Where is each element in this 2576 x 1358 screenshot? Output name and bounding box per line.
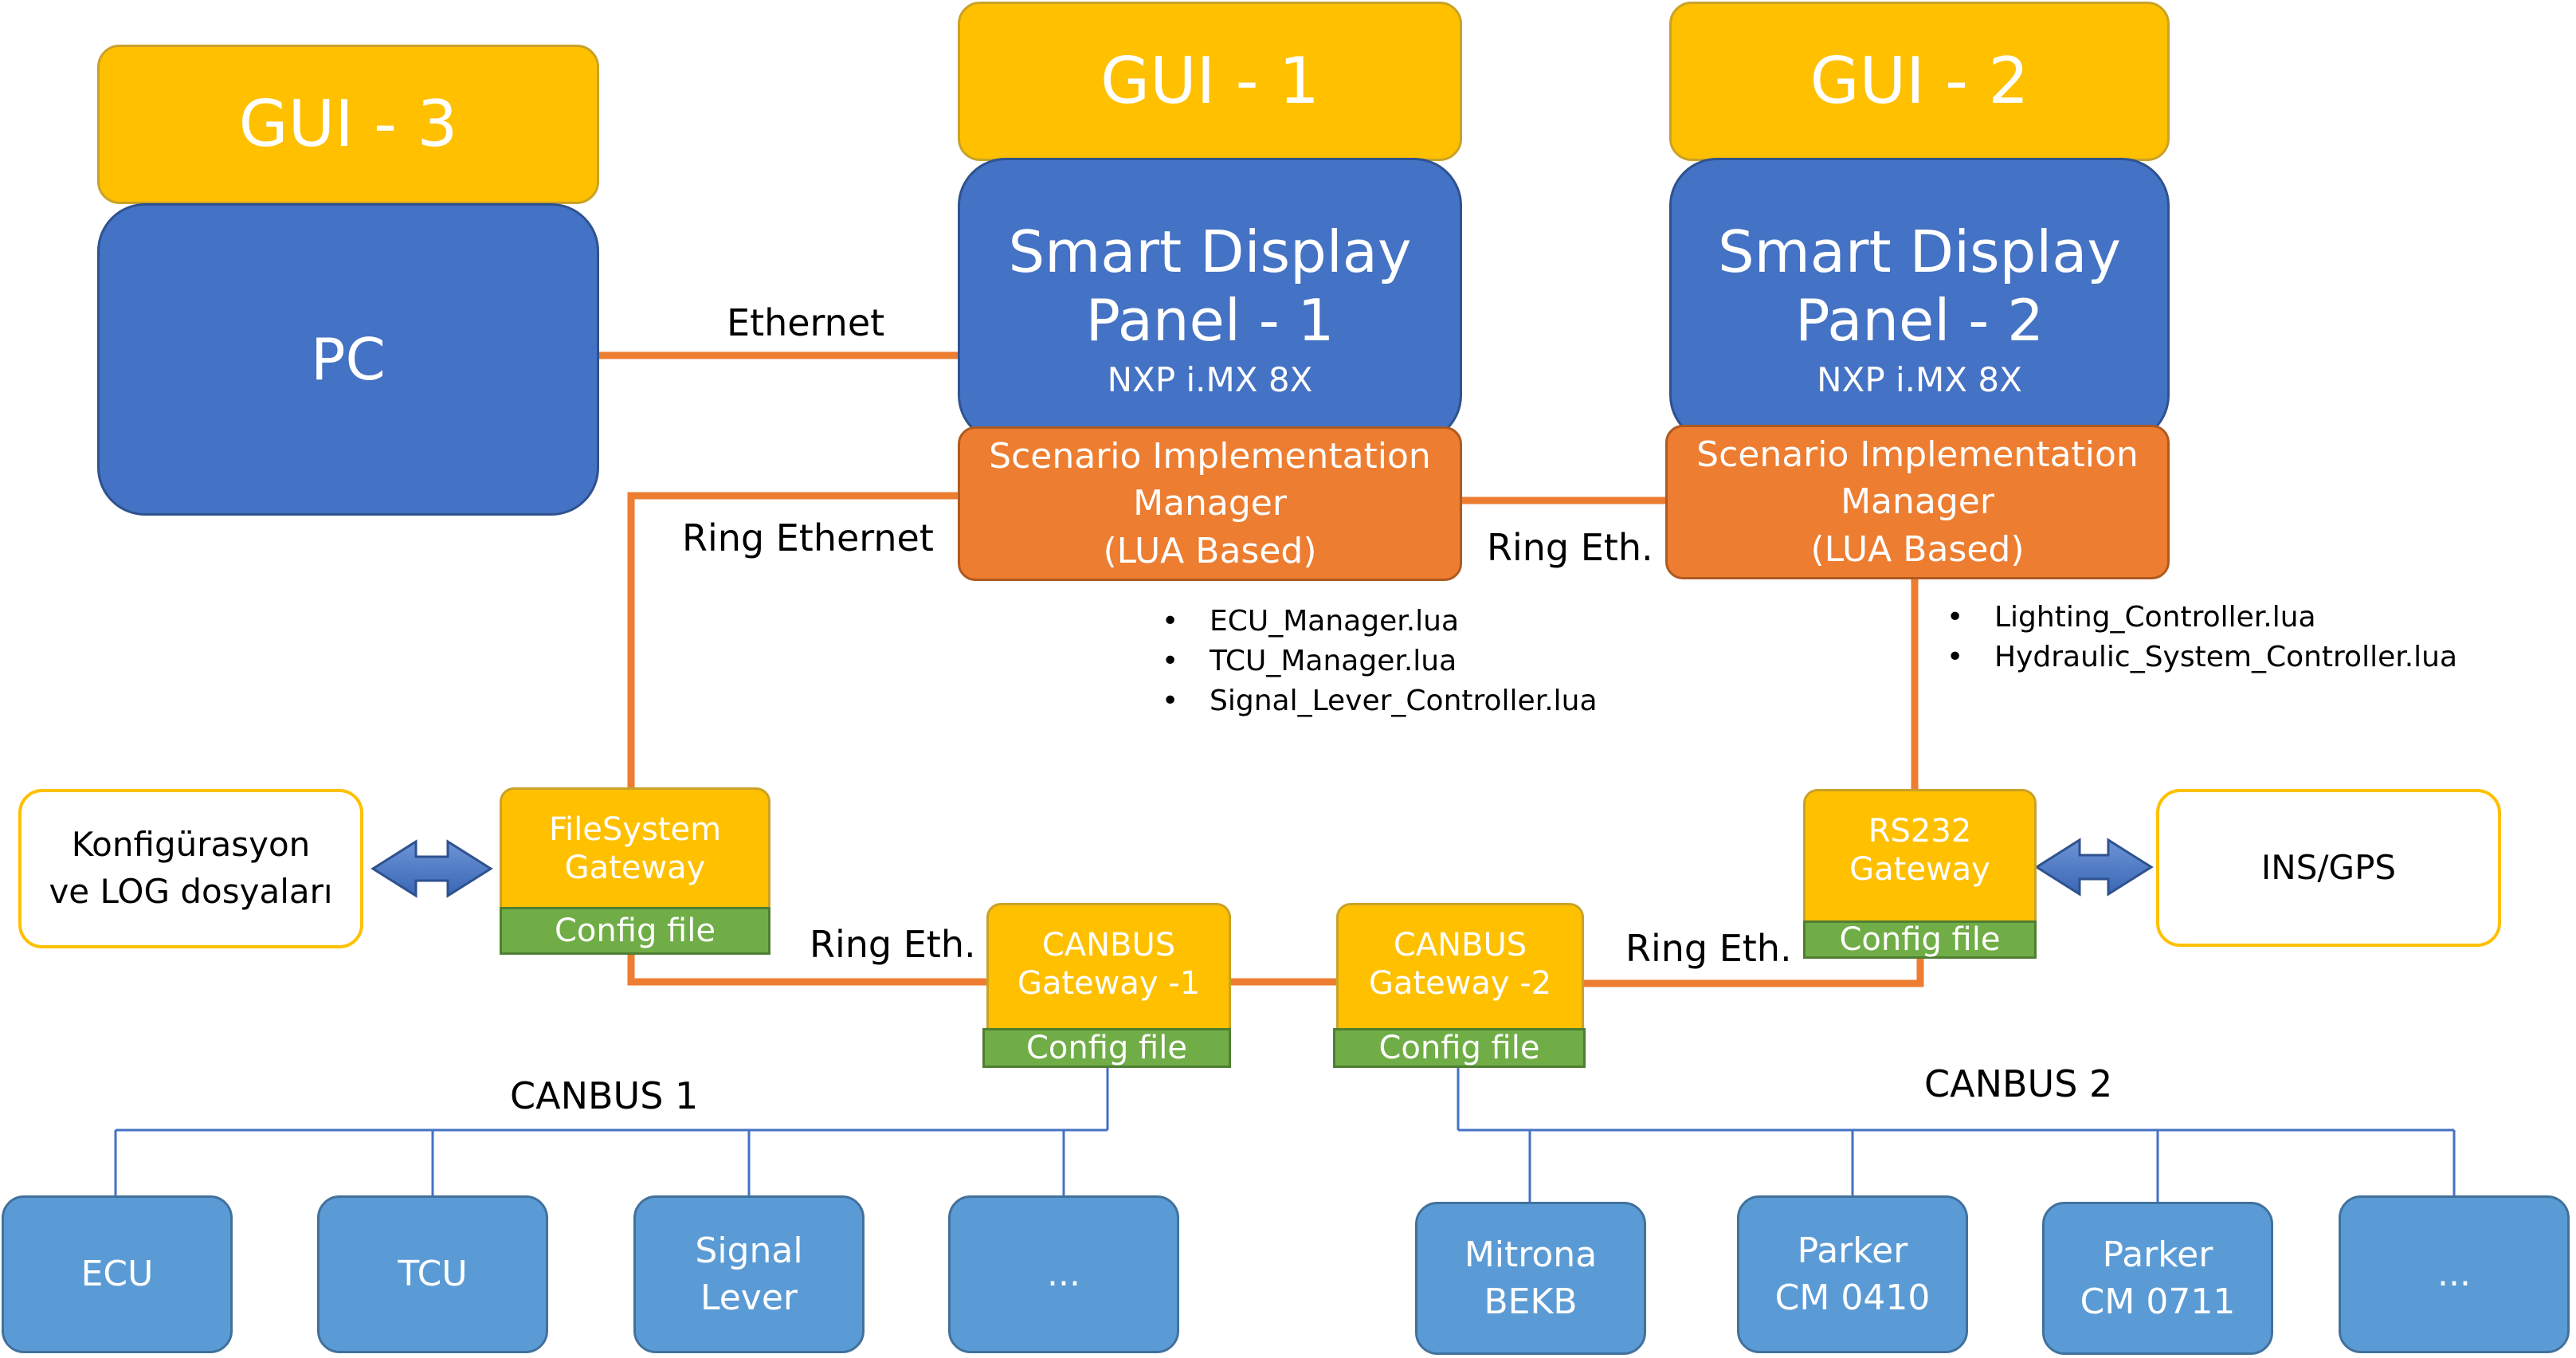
panel-2-soc: NXP i.MX 8X — [1817, 359, 2022, 399]
panel-2-title-line2: Panel - 2 — [1795, 287, 2044, 355]
bidirectional-arrow-fs — [371, 839, 493, 898]
device-label-line1: ... — [1047, 1254, 1080, 1295]
canbus-gateway-1-config-file: Config file — [982, 1028, 1231, 1068]
filesystem-gateway-line2: Gateway — [564, 850, 706, 886]
gui-3-label: GUI - 3 — [238, 87, 458, 161]
script-item: Lighting_Controller.lua — [1947, 598, 2457, 638]
canbus-gateway-1-line1: CANBUS — [1041, 927, 1176, 964]
pc-box: PC — [97, 203, 599, 516]
ring-eth-left-label: Ring Eth. — [810, 923, 976, 966]
device-label-line2: Lever — [700, 1278, 798, 1318]
smart-display-panel-1: Smart Display Panel - 1 NXP i.MX 8X — [958, 158, 1462, 443]
rs232-gateway-config-file: Config file — [1803, 920, 2037, 959]
filesystem-gateway-line1: FileSystem — [548, 811, 722, 848]
config-log-files-box: Konfigürasyon ve LOG dosyaları — [18, 789, 363, 948]
ring-link-fs-can1 — [627, 955, 986, 986]
canbus-1-device-tcu: TCU — [317, 1195, 548, 1353]
ring-eth-top-label: Ring Eth. — [1487, 526, 1653, 569]
filesystem-gateway-config-file: Config file — [500, 907, 770, 955]
scenario-manager-1-line3: (LUA Based) — [1103, 530, 1317, 571]
device-label-line2: BEKB — [1484, 1281, 1578, 1322]
canbus-1-device-more: ... — [948, 1195, 1179, 1353]
rs232-gateway-line1: RS232 — [1868, 813, 1972, 850]
canbus-1-device-ecu: ECU — [2, 1195, 233, 1353]
scenario-manager-1: Scenario Implementation Manager (LUA Bas… — [958, 426, 1462, 581]
script-item: ECU_Manager.lua — [1162, 602, 1598, 642]
config-log-files-line1: Konfigürasyon — [71, 825, 311, 865]
script-item: Signal_Lever_Controller.lua — [1162, 681, 1598, 721]
panel-1-title-line1: Smart Display — [1008, 218, 1412, 285]
pc-label: PC — [311, 325, 386, 393]
gui-1-box: GUI - 1 — [958, 2, 1462, 161]
ins-gps-label: INS/GPS — [2260, 847, 2397, 887]
smart-display-panel-2: Smart Display Panel - 2 NXP i.MX 8X — [1669, 158, 2170, 443]
ring-link-can2-rs232 — [1584, 956, 1924, 987]
canbus-1-device-signal-lever: Signal Lever — [633, 1195, 865, 1353]
canbus-2-device-parker-cm0410: Parker CM 0410 — [1737, 1195, 1968, 1353]
canbus-gateway-2-line2: Gateway -2 — [1368, 965, 1552, 1002]
canbus-2-device-more: ... — [2339, 1195, 2570, 1353]
canbus-1-label: CANBUS 1 — [510, 1074, 699, 1117]
device-label-line1: Signal — [695, 1230, 803, 1271]
device-label-line1: TCU — [398, 1254, 468, 1295]
ethernet-label: Ethernet — [727, 301, 885, 344]
panel-2-title-line1: Smart Display — [1717, 218, 2122, 285]
bidirectional-arrow-ins — [2034, 838, 2154, 897]
gui-1-label: GUI - 1 — [1100, 44, 1319, 118]
device-label-line2: CM 0711 — [2080, 1281, 2236, 1322]
scenario-manager-1-scripts: ECU_Manager.lua TCU_Manager.lua Signal_L… — [1162, 602, 1598, 721]
gui-2-box: GUI - 2 — [1669, 2, 2170, 161]
scenario-manager-2-scripts: Lighting_Controller.lua Hydraulic_System… — [1947, 598, 2457, 677]
canbus-gateway-1-line2: Gateway -1 — [1017, 965, 1201, 1002]
scenario-manager-1-line1: Scenario Implementation — [989, 435, 1431, 477]
panel-1-title-line2: Panel - 1 — [1085, 287, 1335, 355]
ethernet-links — [599, 351, 1924, 987]
panel-1-soc: NXP i.MX 8X — [1107, 359, 1313, 399]
device-label-line1: Parker — [1797, 1230, 1908, 1271]
canbus-gateway-2-config-file: Config file — [1333, 1028, 1586, 1068]
rs232-gateway-line2: Gateway — [1849, 851, 1990, 888]
gui-3-box: GUI - 3 — [97, 45, 599, 204]
device-label-line1: ECU — [80, 1254, 154, 1295]
config-log-files-line2: ve LOG dosyaları — [49, 872, 333, 911]
gui-2-label: GUI - 2 — [1809, 44, 2029, 118]
ins-gps-box: INS/GPS — [2156, 789, 2501, 947]
device-label-line1: Mitrona — [1464, 1234, 1598, 1275]
script-item: TCU_Manager.lua — [1162, 642, 1598, 681]
scenario-manager-2-line2: Manager — [1841, 481, 1994, 523]
canbus-links — [114, 1068, 2456, 1202]
device-label-line1: Parker — [2102, 1234, 2213, 1275]
ring-link-sim1-fs-gateway — [627, 492, 958, 787]
script-item: Hydraulic_System_Controller.lua — [1947, 638, 2457, 677]
device-label-line2: CM 0410 — [1774, 1278, 1931, 1318]
canbus-gateway-2-line1: CANBUS — [1393, 927, 1527, 964]
device-label-line1: ... — [2437, 1254, 2471, 1295]
canbus-2-label: CANBUS 2 — [1924, 1062, 2113, 1105]
scenario-manager-2-line1: Scenario Implementation — [1696, 434, 2139, 475]
scenario-manager-2-line3: (LUA Based) — [1810, 528, 2025, 570]
canbus-2-device-mitrona-bekb: Mitrona BEKB — [1415, 1202, 1646, 1355]
scenario-manager-2: Scenario Implementation Manager (LUA Bas… — [1665, 425, 2170, 579]
ring-eth-right-label: Ring Eth. — [1625, 927, 1792, 970]
scenario-manager-1-line2: Manager — [1133, 483, 1287, 524]
canbus-2-device-parker-cm0711: Parker CM 0711 — [2042, 1202, 2273, 1355]
ring-ethernet-label: Ring Ethernet — [682, 516, 934, 559]
